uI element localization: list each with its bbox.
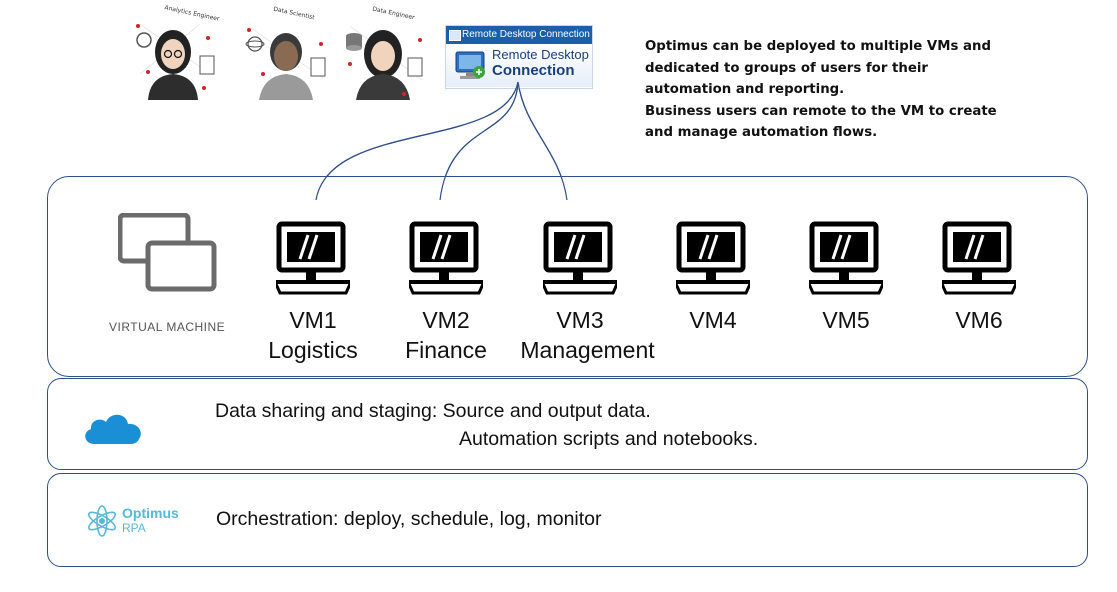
optimus-logo-text: Optimus RPA — [122, 506, 179, 536]
computer-icon — [676, 221, 750, 295]
virtual-machines-layer — [47, 176, 1088, 377]
note-line: and manage automation flows. — [645, 125, 878, 140]
note-line: dedicated to groups of users for their — [645, 60, 928, 76]
rdc-title-bar: Remote Desktop Connection — [446, 26, 592, 44]
analytics-engineer-avatar-icon: Analytics Engineer — [130, 4, 220, 100]
vm-name: VM6 — [955, 307, 1003, 333]
vm-node[interactable]: VM4 — [633, 221, 793, 335]
rdc-body: Remote Desktop Connection — [446, 44, 592, 87]
computer-icon — [809, 221, 883, 295]
vm-group: Finance — [405, 337, 487, 363]
vm-group: Logistics — [268, 337, 358, 363]
remote-desktop-icon — [455, 51, 485, 79]
vm-name: VM3 — [556, 307, 604, 333]
remote-desktop-connection[interactable]: Remote Desktop Connection Remote Desktop… — [445, 25, 593, 89]
vm-name: VM4 — [689, 307, 737, 333]
data-sharing-text: Data sharing and staging: Source and out… — [215, 400, 651, 422]
data-sharing-layer — [47, 378, 1088, 470]
rdc-label-line1: Remote Desktop — [492, 47, 589, 62]
vm-node[interactable]: VM6 — [899, 221, 1059, 335]
rdc-label-line2: Connection — [492, 62, 575, 79]
data-engineer-avatar-icon: Data Engineer — [340, 6, 426, 100]
virtual-machine-label: VIRTUAL MACHINE — [109, 320, 226, 334]
vm-node[interactable]: VM5 — [766, 221, 926, 335]
optimus-logo-icon — [87, 505, 117, 537]
note-line: Business users can remote to the VM to c… — [645, 103, 997, 119]
cloud-storage-icon — [85, 414, 141, 444]
rdc-window-icon — [449, 30, 461, 41]
data-sharing-text-2: Automation scripts and notebooks. — [459, 428, 759, 450]
logo-subtitle: RPA — [122, 521, 146, 535]
vm-node[interactable]: VM1 Logistics — [233, 221, 393, 365]
orchestration-layer — [47, 473, 1088, 567]
vm-group: Management — [520, 337, 655, 363]
vm-node[interactable]: VM2 Finance — [366, 221, 526, 365]
logo-name: Optimus — [122, 505, 179, 521]
computer-icon — [942, 221, 1016, 295]
vm-node[interactable]: VM3 Management — [500, 221, 660, 365]
note-line: Optimus can be deployed to multiple VMs … — [645, 39, 991, 54]
orchestration-text: Orchestration: deploy, schedule, log, mo… — [216, 508, 602, 530]
computer-icon — [543, 221, 617, 295]
computer-icon — [276, 221, 350, 295]
data-scientist-avatar-icon: Data Scientist — [243, 6, 329, 100]
vm-name: VM1 — [289, 307, 337, 333]
computer-icon — [409, 221, 483, 295]
deployment-note: Optimus can be deployed to multiple VMs … — [645, 36, 1015, 144]
vm-name: VM5 — [822, 307, 870, 333]
vm-name: VM2 — [422, 307, 470, 333]
virtual-machine-icon — [118, 213, 217, 292]
rdc-title-text: Remote Desktop Connection — [462, 29, 590, 40]
note-line: automation and reporting. — [645, 82, 845, 97]
